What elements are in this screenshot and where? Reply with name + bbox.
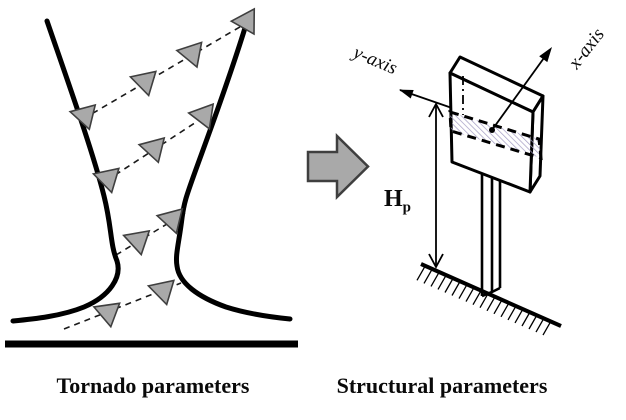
structure-ground-line — [420, 262, 562, 328]
wind-marker-triangle — [230, 8, 266, 42]
transform-arrow-icon — [306, 133, 370, 200]
height-dimension-line — [428, 102, 444, 269]
pole-height-subscript: p — [402, 199, 412, 216]
pole-height-symbol: H — [384, 186, 403, 212]
x-axis-line — [491, 50, 550, 131]
height-dimension-top-arrow-icon — [428, 102, 444, 118]
right-caption: Structural parameters — [336, 373, 548, 398]
wind-band-line-1 — [82, 20, 251, 120]
x-axis-arrowhead-icon — [539, 47, 552, 63]
tornado-diagram — [5, 8, 298, 348]
wind-marker-triangle — [176, 41, 210, 73]
wind-marker-triangle — [147, 279, 180, 309]
pole-height-label: Hp — [384, 186, 411, 216]
y-axis-arrowhead-icon — [399, 89, 414, 99]
left-caption: Tornado parameters — [56, 373, 250, 398]
tornado-funnel-right-curve — [174, 15, 293, 322]
wind-marker-triangle — [129, 70, 162, 100]
sign-post — [480, 174, 502, 298]
height-dimension-bottom-arrow-icon — [428, 253, 444, 269]
wind-spiral-dashed-lines — [63, 20, 251, 330]
wind-marker-triangle — [122, 230, 154, 258]
tornado-funnel-left-curve — [10, 18, 121, 324]
structure-diagram — [399, 47, 562, 336]
ground-hatching — [416, 265, 552, 336]
cross-section-hatch — [448, 109, 543, 161]
